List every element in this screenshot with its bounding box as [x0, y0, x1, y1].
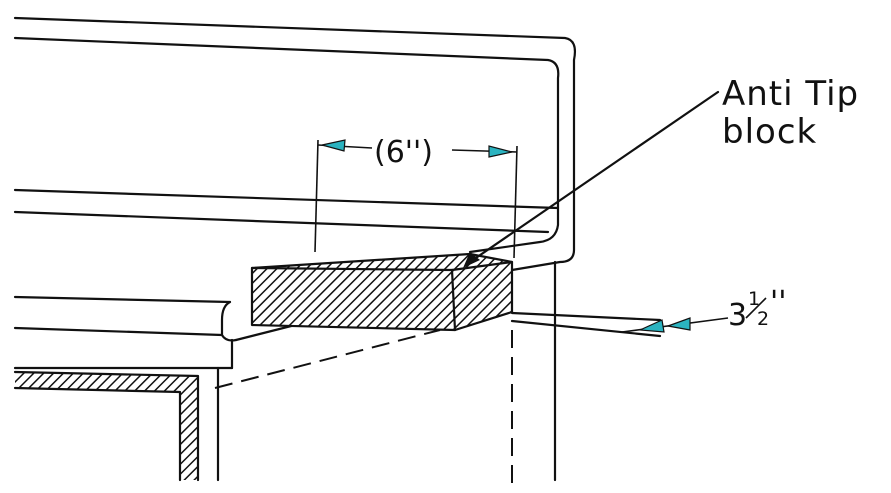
callout-line-2: block: [722, 112, 817, 152]
offset-numerator: 1: [748, 288, 760, 310]
dimension-arrowhead-right-icon: [488, 145, 513, 158]
offset-unit: '': [770, 285, 787, 320]
block-width-dimension: (6''): [314, 135, 518, 259]
block-width-label: (6''): [374, 135, 433, 170]
callout-leader: Anti Tip block: [463, 74, 859, 268]
offset-dimension: 3 1 2 '': [621, 285, 787, 333]
cabinet-sides: [216, 260, 557, 482]
anti-tip-block: [250, 252, 514, 332]
offset-arrowhead-2-icon: [665, 317, 691, 331]
cabinet-wall-section: [13, 370, 200, 482]
offset-denominator: 2: [757, 308, 769, 330]
offset-whole: 3: [728, 298, 747, 333]
leader-arrowhead-icon: [463, 252, 480, 268]
offset-arrowhead-1-icon: [637, 319, 665, 333]
countertop-outline: [13, 16, 577, 272]
dimension-arrowhead-left-icon: [321, 139, 346, 152]
callout-line-1: Anti Tip: [722, 74, 859, 114]
